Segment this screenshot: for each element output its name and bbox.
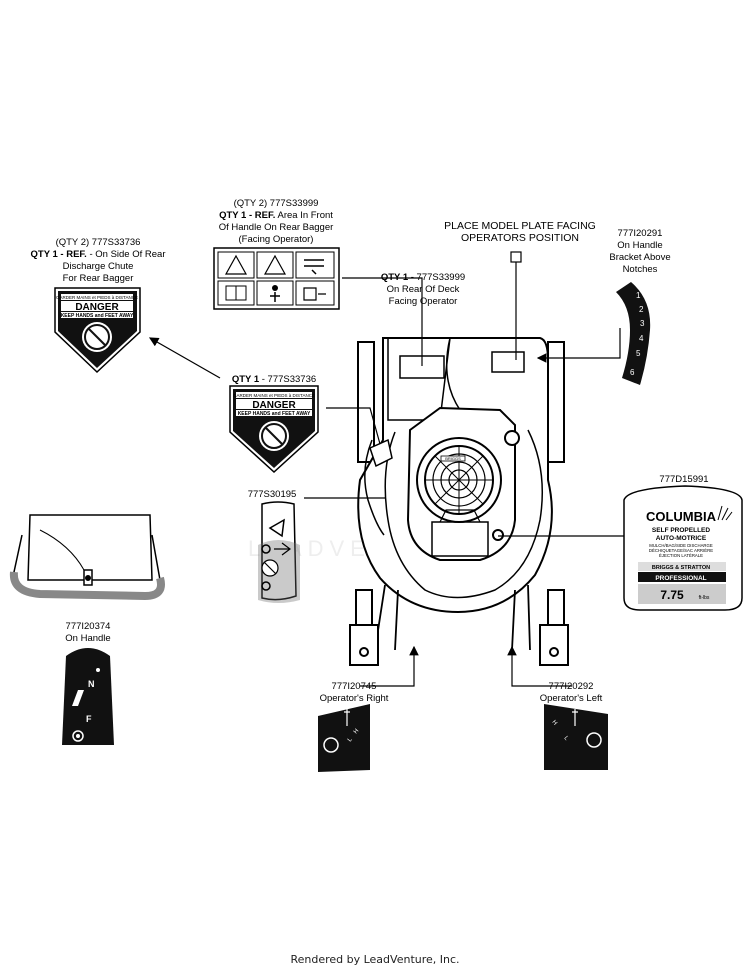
label-777I20374: 777I20374 On Handle bbox=[46, 621, 130, 645]
columbia-l5: ÉJECTION LATÉRALE bbox=[659, 553, 703, 558]
notch-5: 5 bbox=[636, 349, 641, 358]
warning-label-777S33999 bbox=[213, 247, 340, 310]
l8-line1: 777S30195 bbox=[247, 489, 297, 500]
l10-line1: 777I20745 bbox=[331, 681, 377, 692]
notch-6: 6 bbox=[630, 368, 635, 377]
side-decal-777I20292: H L bbox=[544, 704, 608, 770]
l2-line3: Of Handle On Rear Bagger bbox=[218, 222, 334, 233]
l1-line3: Discharge Chute bbox=[62, 261, 134, 272]
l11-line1: 777I20292 bbox=[548, 681, 594, 692]
label-777S33999-bagger: (QTY 2) 777S33999 QTY 1 - REF. Area In F… bbox=[196, 198, 356, 246]
l4-bold: QTY 1 bbox=[231, 374, 260, 385]
notch-2: 2 bbox=[639, 305, 644, 314]
l7-line1: 777D15991 bbox=[659, 474, 709, 485]
l6-line2: On Handle bbox=[617, 240, 663, 251]
columbia-plate-777D15991: COLUMBIA SELF PROPELLED AUTO-MOTRICE MUL… bbox=[623, 485, 743, 611]
l2-ref-bold: QTY 1 - REF. bbox=[219, 210, 276, 221]
control-decal-777S30195 bbox=[258, 501, 300, 603]
footer-credit: Rendered by LeadVenture, Inc. bbox=[290, 953, 460, 966]
danger-decal-left: GARDER MAINS et PIEDS à DISTANCE DANGER … bbox=[54, 287, 141, 374]
label-777S33736-deck: QTY 1 - 777S33736 bbox=[214, 374, 334, 386]
l4-rest: - 777S33736 bbox=[259, 374, 317, 385]
l1-ref-bold: QTY 1 - REF. bbox=[30, 249, 87, 260]
notch-decal-777I20291: 1 2 3 4 5 6 bbox=[616, 282, 651, 385]
left-decal-low: L bbox=[562, 735, 569, 742]
l5-line1: PLACE MODEL PLATE FACING bbox=[444, 220, 596, 232]
l1-qty: (QTY 2) 777S33736 bbox=[55, 237, 141, 248]
right-decal-low: L bbox=[347, 736, 354, 743]
label-777S30195: 777S30195 bbox=[236, 489, 308, 501]
label-777I20291: 777I20291 On Handle Bracket Above Notche… bbox=[598, 228, 682, 276]
l3-rest: - 777S33999 bbox=[408, 272, 466, 283]
label-777S33999-deck: QTY 1 - 777S33999 On Rear Of Deck Facing… bbox=[358, 272, 488, 308]
label-777D15991: 777D15991 bbox=[644, 474, 724, 486]
right-decal-high: H bbox=[353, 728, 360, 735]
label-777S33736-side: (QTY 2) 777S33736 QTY 1 - REF. - On Side… bbox=[18, 237, 178, 285]
l3-line2: On Rear Of Deck bbox=[386, 284, 460, 295]
danger-left-sub: KEEP HANDS and FEET AWAY bbox=[61, 313, 134, 319]
l1-ref-rest: - On Side Of Rear bbox=[86, 249, 166, 260]
l9-line1: 777I20374 bbox=[65, 621, 111, 632]
danger-center-top: GARDER MAINS et PIEDS à DISTANCE bbox=[233, 393, 315, 398]
danger-center-word: DANGER bbox=[252, 400, 296, 411]
l3-line3: Facing Operator bbox=[388, 296, 458, 307]
columbia-l3: MULCH/BAG/SIDE DISCHARGE bbox=[649, 543, 713, 548]
label-777I20292: 777I20292 Operator's Left bbox=[516, 681, 626, 705]
notch-1: 1 bbox=[636, 291, 641, 300]
handle-decal-777I20374: N F bbox=[62, 648, 114, 745]
columbia-l6: BRIGGS & STRATTON bbox=[652, 565, 710, 571]
l5-line2: OPERATORS POSITION bbox=[460, 232, 580, 244]
columbia-l8: 7.75 bbox=[660, 588, 684, 602]
danger-left-top: GARDER MAINS et PIEDS à DISTANCE bbox=[56, 295, 138, 300]
bagger-handle bbox=[9, 514, 165, 601]
engine-badge: BRIGGS bbox=[445, 456, 461, 461]
notch-4: 4 bbox=[639, 334, 644, 343]
l10-line2: Operator's Right bbox=[319, 693, 389, 704]
danger-center-sub: KEEP HANDS and FEET AWAY bbox=[238, 411, 311, 417]
label-model-plate: PLACE MODEL PLATE FACING OPERATORS POSIT… bbox=[432, 220, 608, 244]
columbia-l1: SELF PROPELLED bbox=[652, 527, 710, 534]
l6-line1: 777I20291 bbox=[617, 228, 663, 239]
l2-line4: (Facing Operator) bbox=[238, 234, 314, 245]
l3-bold: QTY 1 bbox=[380, 272, 409, 283]
notch-3: 3 bbox=[640, 319, 645, 328]
columbia-l9: ft-lbs bbox=[699, 595, 710, 601]
mower-body bbox=[349, 337, 569, 666]
columbia-brand: COLUMBIA bbox=[646, 509, 717, 524]
l2-ref-rest: Area In Front bbox=[275, 210, 333, 221]
columbia-l4: DÉCHIQUETAGE/SAC ARRIÈRE bbox=[649, 548, 713, 553]
label-777I20745: 777I20745 Operator's Right bbox=[296, 681, 412, 705]
danger-decal-center: GARDER MAINS et PIEDS à DISTANCE DANGER … bbox=[229, 385, 319, 474]
l6-line3: Bracket Above bbox=[609, 252, 671, 263]
l1-line4: For Rear Bagger bbox=[62, 273, 134, 284]
l6-line4: Notches bbox=[622, 264, 658, 275]
left-decal-high: H bbox=[550, 719, 557, 726]
danger-left-word: DANGER bbox=[75, 302, 119, 313]
columbia-l2: AUTO-MOTRICE bbox=[656, 535, 707, 542]
l2-qty: (QTY 2) 777S33999 bbox=[233, 198, 319, 209]
columbia-l7: PROFESSIONAL bbox=[655, 575, 706, 582]
handle-decal-f: F bbox=[86, 714, 92, 724]
handle-decal-n: N bbox=[88, 679, 95, 689]
l11-line2: Operator's Left bbox=[539, 693, 603, 704]
l9-line2: On Handle bbox=[65, 633, 111, 644]
side-decal-777I20745: L H bbox=[318, 704, 370, 772]
